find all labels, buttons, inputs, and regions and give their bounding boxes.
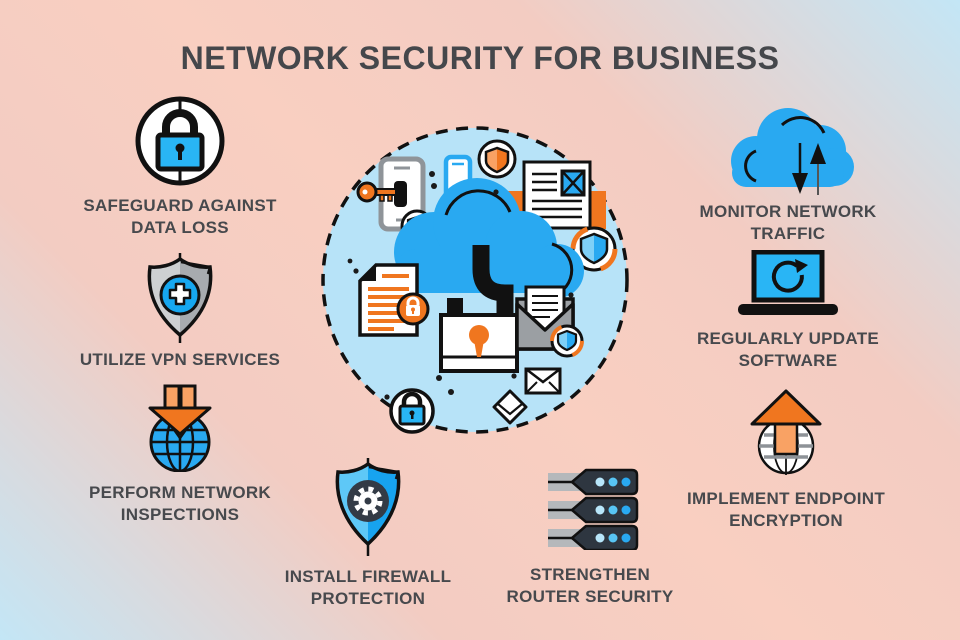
item-label: MONITOR NETWORK TRAFFIC — [699, 202, 877, 244]
item-network-inspections: PERFORM NETWORK INSPECTIONS — [70, 384, 290, 527]
shield-gear-icon — [335, 458, 401, 556]
item-monitor-traffic: MONITOR NETWORK TRAFFIC — [678, 103, 898, 246]
router-row — [548, 524, 639, 550]
blue-shield-badge-small-icon — [550, 324, 584, 358]
laptop-refresh-icon — [738, 250, 838, 315]
cloud — [394, 178, 584, 298]
item-vpn-services: UTILIZE VPN SERVICES — [70, 251, 290, 371]
blue-shield-badge-icon — [570, 225, 618, 273]
globe-download-icon — [148, 384, 212, 472]
item-router-security: STRENGTHEN ROUTER SECURITY — [480, 468, 700, 609]
item-label: REGULARLY UPDATE SOFTWARE — [696, 329, 880, 371]
folded-envelope-icon — [492, 389, 528, 425]
item-label: UTILIZE VPN SERVICES — [79, 350, 281, 369]
document-lock-icon — [358, 263, 430, 337]
item-label: STRENGTHEN ROUTER SECURITY — [506, 565, 674, 607]
item-label: SAFEGUARD AGAINST DATA LOSS — [83, 196, 277, 238]
orange-shield-badge-icon — [477, 139, 517, 179]
globe-upload-icon — [750, 389, 822, 475]
decorative-dots — [347, 171, 574, 400]
envelope-icon — [524, 367, 562, 395]
cloud-arrows-icon — [731, 108, 854, 195]
page-title: NETWORK SECURITY FOR BUSINESS — [180, 40, 780, 76]
router-stack-icon — [548, 468, 639, 550]
shield-cross-icon — [147, 253, 213, 343]
router-row — [548, 496, 639, 524]
item-firewall-protection: INSTALL FIREWALL PROTECTION — [258, 456, 478, 611]
network-security-cloud-illustration — [321, 126, 629, 434]
item-update-software: REGULARLY UPDATE SOFTWARE — [678, 250, 898, 373]
item-label: PERFORM NETWORK INSPECTIONS — [88, 483, 272, 525]
padlock-badge-icon — [389, 388, 435, 434]
item-safeguard-data-loss: SAFEGUARD AGAINST DATA LOSS — [70, 95, 290, 240]
item-label: IMPLEMENT ENDPOINT ENCRYPTION — [686, 489, 886, 531]
padlock-circle-icon — [135, 96, 225, 186]
router-row — [548, 468, 639, 496]
item-label: INSTALL FIREWALL PROTECTION — [284, 567, 452, 609]
padlock — [439, 245, 519, 373]
item-endpoint-encryption: IMPLEMENT ENDPOINT ENCRYPTION — [676, 388, 896, 533]
